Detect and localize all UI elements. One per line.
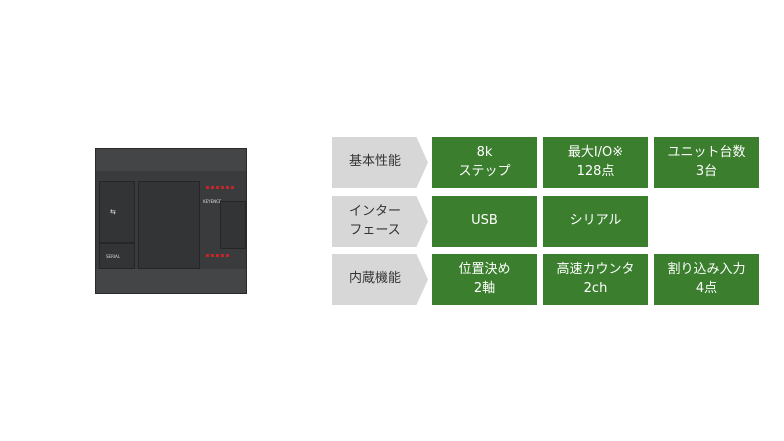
top-terminal-band <box>96 149 246 171</box>
spec-program-capacity: 8k ステップ <box>432 137 537 188</box>
expansion-cover <box>220 201 246 249</box>
serial-port-cover: SERIAL <box>99 243 135 269</box>
plc-product-image: ⇆ SERIAL KEYENCE <box>95 148 247 294</box>
spec-interrupt-input: 割り込み入力 4点 <box>654 254 759 305</box>
spec-unit-count: ユニット台数 3台 <box>654 137 759 188</box>
spec-high-speed-counter: 高速カウンタ 2ch <box>543 254 648 305</box>
spec-max-io: 最大I/O※ 128点 <box>543 137 648 188</box>
row-label-interface: インター フェース <box>332 196 428 247</box>
row-label-basic-performance: 基本性能 <box>332 137 428 188</box>
spec-serial: シリアル <box>543 196 648 247</box>
row-label-builtin-functions: 内蔵機能 <box>332 254 428 305</box>
usb-port-cover: ⇆ <box>99 181 135 243</box>
spec-positioning: 位置決め 2軸 <box>432 254 537 305</box>
spec-usb: USB <box>432 196 537 247</box>
serial-label: SERIAL <box>106 254 120 259</box>
bottom-terminal-band <box>96 269 246 293</box>
front-cover <box>138 181 200 269</box>
brand-logo: KEYENCE <box>203 199 222 204</box>
